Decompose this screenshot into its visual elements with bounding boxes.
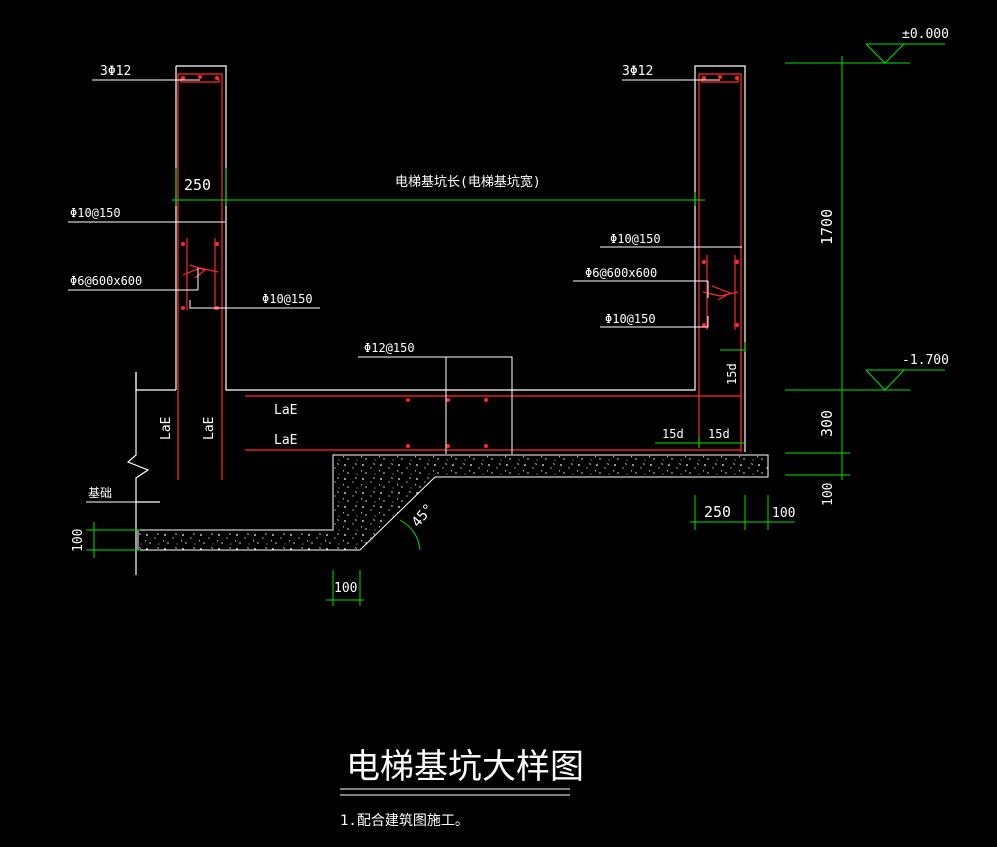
label-top-bar-left: 3Φ12: [100, 64, 131, 79]
label-anchor-vertical: 15d: [725, 363, 739, 385]
label-lae-top: LaE: [274, 403, 297, 418]
annotations: 3Φ12 3Φ12 电梯基坑长(电梯基坑宽) 250 Φ10@150 Φ6@60…: [70, 27, 949, 829]
label-dim-100-right: 100: [821, 483, 836, 506]
label-angle: 45°: [409, 501, 438, 531]
concrete-outline: [126, 65, 746, 575]
label-left-tie: Φ6@600x600: [70, 274, 142, 288]
label-right-stirrup-top: Φ10@150: [610, 232, 661, 246]
label-dim-bottom-100: 100: [334, 581, 357, 596]
drawing-title: 电梯基坑大样图: [346, 747, 584, 787]
label-foundation: 基础: [88, 486, 112, 500]
label-right-tie: Φ6@600x600: [585, 266, 657, 280]
label-right-stirrup-bottom: Φ10@150: [605, 312, 656, 326]
label-top-bar-right: 3Φ12: [622, 64, 653, 79]
label-pit-length: 电梯基坑长(电梯基坑宽): [395, 174, 541, 190]
dimension-lines: [86, 43, 945, 606]
drawing-note: 1.配合建筑图施工。: [340, 813, 469, 829]
label-lae-bottom: LaE: [274, 433, 297, 448]
leader-lines: [68, 79, 742, 503]
label-dim-1700: 1700: [818, 209, 836, 245]
label-wall-thickness: 250: [184, 176, 211, 194]
label-anchor-h2: 15d: [708, 427, 730, 441]
concrete-blinding: [137, 454, 769, 551]
label-dim-250-right: 250: [704, 503, 731, 521]
label-lae-wall-2: LaE: [202, 417, 217, 440]
rebar-lines: [177, 73, 742, 480]
label-level-bottom: -1.700: [902, 353, 949, 368]
label-anchor-h1: 15d: [662, 427, 684, 441]
label-dim-left-100: 100: [71, 529, 86, 552]
label-left-stirrup-top: Φ10@150: [70, 206, 121, 220]
label-dim-300: 300: [818, 410, 836, 437]
label-slab-bar: Φ12@150: [364, 341, 415, 355]
rebar-dots: [181, 75, 739, 448]
label-left-stirrup-bottom: Φ10@150: [262, 292, 313, 306]
label-dim-100-right2: 100: [772, 506, 795, 521]
label-lae-wall-1: LaE: [159, 417, 174, 440]
label-level-top: ±0.000: [902, 27, 949, 42]
